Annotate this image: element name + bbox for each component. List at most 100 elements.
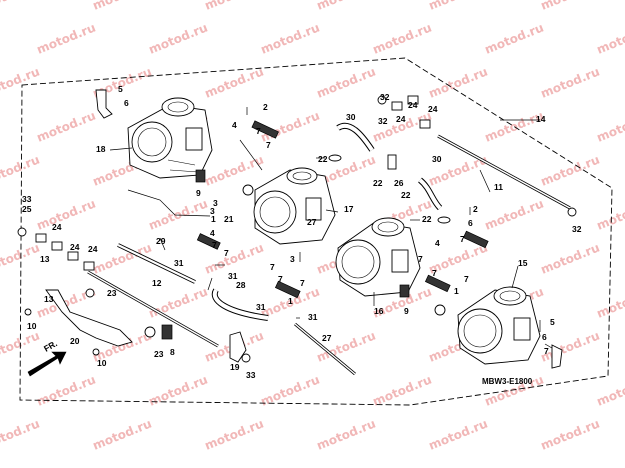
part-callout-27: 27 xyxy=(322,333,332,343)
watermark-text: motod.ru xyxy=(539,416,602,452)
part-callout-4: 4 xyxy=(435,238,440,248)
carburetor-body-center xyxy=(335,217,421,297)
collars-24-25 xyxy=(35,95,431,271)
watermark-text: motod.ru xyxy=(0,416,42,452)
part-callout-27: 27 xyxy=(307,217,317,227)
small-parts xyxy=(17,95,577,363)
part-callout-1: 1 xyxy=(288,296,293,306)
part-callout-7: 7 xyxy=(270,262,275,272)
part-callout-3: 3 xyxy=(213,198,218,208)
spring-9-top xyxy=(195,169,206,183)
part-callout-19: 19 xyxy=(230,362,240,372)
part-callout-7: 7 xyxy=(432,268,437,278)
watermark-text: motod.ru xyxy=(539,240,602,276)
part-callout-18: 18 xyxy=(96,144,106,154)
part-callout-13: 13 xyxy=(44,294,54,304)
part-callout-24: 24 xyxy=(88,244,98,254)
watermark-text: motod.ru xyxy=(595,20,625,56)
diagram-code: MBW3-E1800 xyxy=(482,377,533,386)
part-callout-12: 12 xyxy=(152,278,162,288)
part-callout-23: 23 xyxy=(107,288,117,298)
part-callout-2: 2 xyxy=(263,102,268,112)
part-callout-1: 1 xyxy=(211,214,216,224)
watermark-text: motod.ru xyxy=(483,196,546,232)
part-callout-32: 32 xyxy=(380,92,390,102)
carburetor-body-middle xyxy=(253,167,336,245)
watermark-text: motod.ru xyxy=(427,64,490,100)
watermark-text: motod.ru xyxy=(315,0,378,13)
rod-27 xyxy=(294,322,356,376)
part-callout-29: 29 xyxy=(156,236,166,246)
part-callout-7: 7 xyxy=(224,248,229,258)
part-callout-7: 7 xyxy=(278,274,283,284)
part-callout-6: 6 xyxy=(468,218,473,228)
watermark-text: motod.ru xyxy=(35,372,98,408)
watermark-text: motod.ru xyxy=(483,20,546,56)
part-callout-2: 2 xyxy=(473,204,478,214)
part-callout-7: 7 xyxy=(212,240,217,250)
part-callout-28: 28 xyxy=(236,280,246,290)
screw-set-mid xyxy=(196,230,489,299)
watermark-text: motod.ru xyxy=(0,64,42,100)
part-callout-33: 33 xyxy=(22,194,32,204)
watermark-text: motod.ru xyxy=(203,416,266,452)
part-callout-30: 30 xyxy=(346,112,356,122)
part-callout-3: 3 xyxy=(210,206,215,216)
part-callout-8: 8 xyxy=(170,347,175,357)
watermark-text: motod.ru xyxy=(539,0,602,13)
part-callout-21: 21 xyxy=(224,214,234,224)
part-callout-22: 22 xyxy=(401,190,411,200)
part-callout-32: 32 xyxy=(572,224,582,234)
part-callout-7: 7 xyxy=(266,140,271,150)
part-callout-14: 14 xyxy=(536,114,546,124)
spring-8 xyxy=(161,324,173,340)
part-callout-24: 24 xyxy=(408,100,418,110)
carburetor-body-bottom-right xyxy=(457,286,541,365)
part-callout-7: 7 xyxy=(544,346,549,356)
fitting-5-left xyxy=(95,89,113,119)
part-callout-11: 11 xyxy=(494,182,503,192)
watermark-text: motod.ru xyxy=(539,64,602,100)
watermark-text: motod.ru xyxy=(595,196,625,232)
part-callout-10: 10 xyxy=(27,321,37,331)
part-callout-1: 1 xyxy=(454,286,459,296)
watermark-text: motod.ru xyxy=(91,416,154,452)
part-callout-31: 31 xyxy=(256,302,266,312)
bracket-19 xyxy=(229,331,247,363)
watermark-text: motod.ru xyxy=(539,152,602,188)
part-callout-5: 5 xyxy=(550,317,555,327)
part-callout-10: 10 xyxy=(97,358,107,368)
watermark-text: motod.ru xyxy=(203,0,266,13)
watermark-text: motod.ru xyxy=(595,372,625,408)
screw-set-top xyxy=(239,120,279,171)
part-callout-23: 23 xyxy=(154,349,164,359)
watermark-text: motod.ru xyxy=(259,20,322,56)
part-callout-22: 22 xyxy=(318,154,328,164)
part-callout-31: 31 xyxy=(174,258,184,268)
carburetor-body-top-left xyxy=(127,97,213,179)
watermark-text: motod.ru xyxy=(147,372,210,408)
part-callout-17: 17 xyxy=(344,204,354,214)
part-callout-16: 16 xyxy=(374,306,384,316)
watermark-text: motod.ru xyxy=(595,108,625,144)
part-callout-22: 22 xyxy=(422,214,432,224)
front-direction-indicator: FR. xyxy=(27,338,67,377)
watermark-text: motod.ru xyxy=(35,196,98,232)
part-callout-9: 9 xyxy=(196,188,201,198)
watermark-text: motod.ru xyxy=(147,284,210,320)
part-callout-3: 3 xyxy=(290,254,295,264)
watermark-text: motod.ru xyxy=(315,416,378,452)
part-callout-24: 24 xyxy=(428,104,438,114)
watermark-text: motod.ru xyxy=(147,20,210,56)
part-callout-24: 24 xyxy=(70,242,80,252)
bracket-20 xyxy=(45,289,133,347)
part-callout-7: 7 xyxy=(460,234,465,244)
part-callout-26: 26 xyxy=(394,178,404,188)
fitting-5-right xyxy=(551,344,563,369)
part-callout-9: 9 xyxy=(404,306,409,316)
watermark-text: motod.ru xyxy=(427,0,490,13)
part-callout-15: 15 xyxy=(518,258,528,268)
part-callout-13: 13 xyxy=(40,254,50,264)
